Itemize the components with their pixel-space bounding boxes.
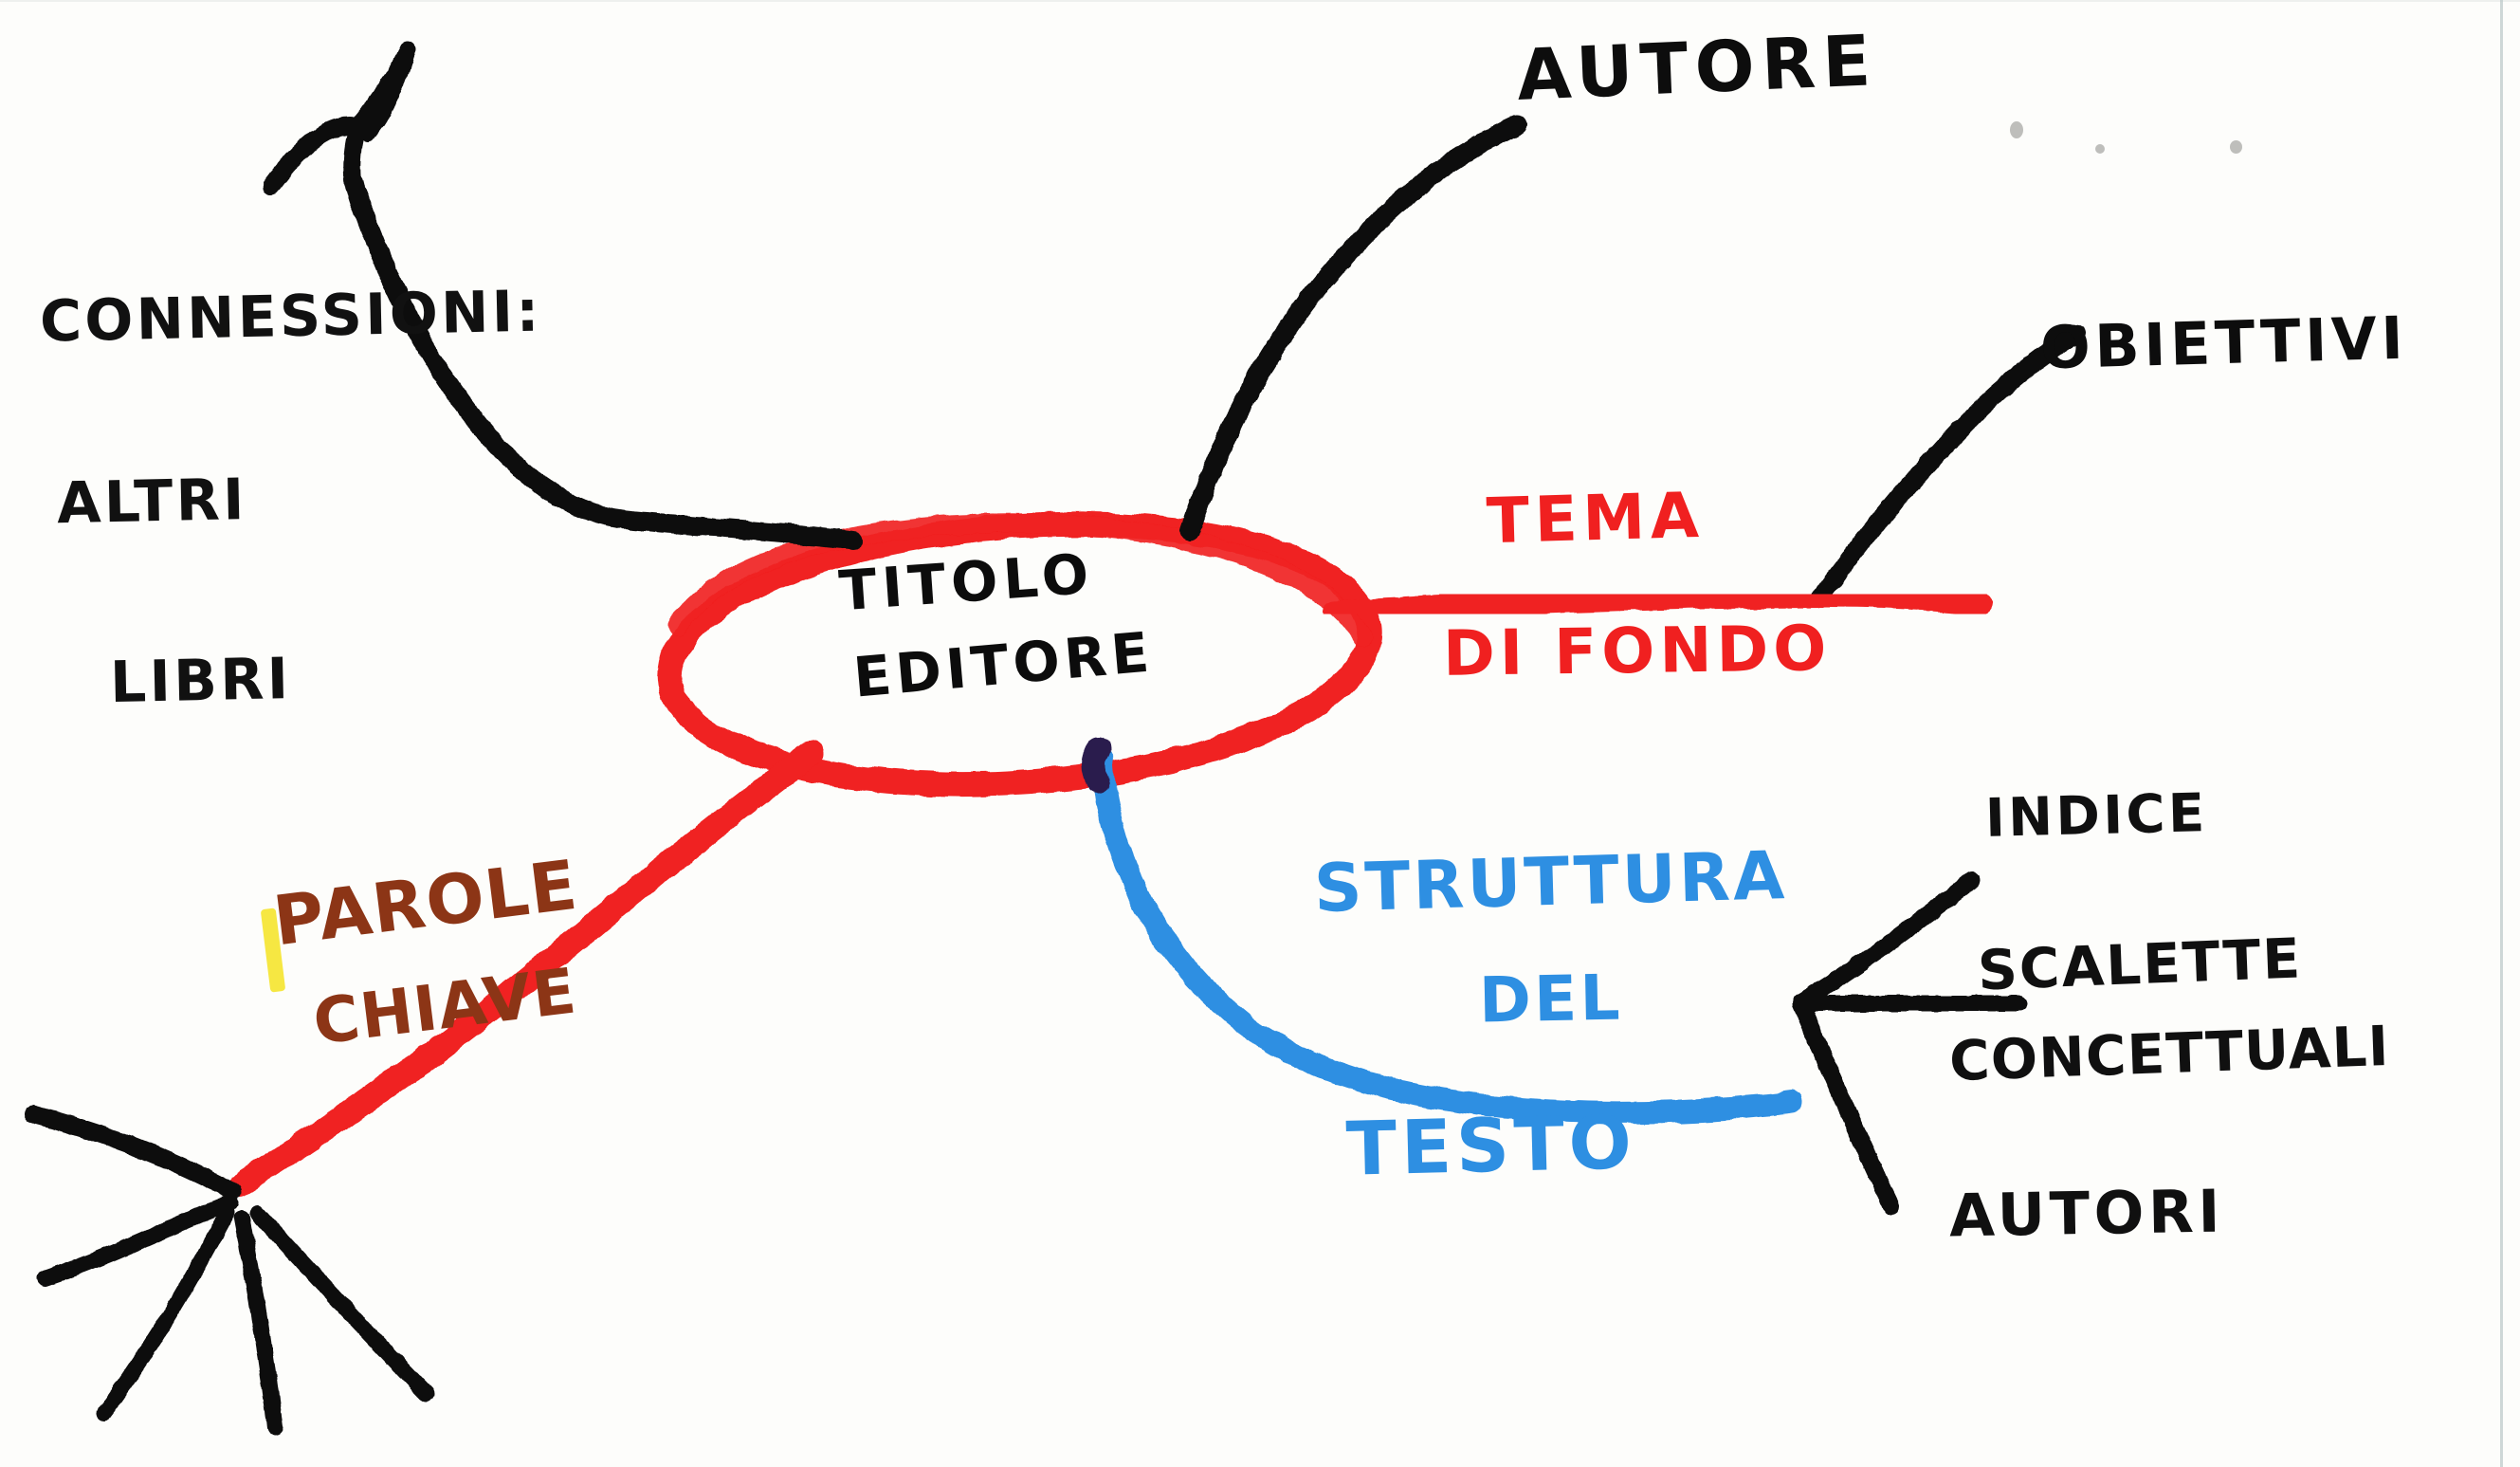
scan-edge-top: [0, 0, 2520, 2]
branch-struttura[interactable]: [1081, 737, 1803, 1124]
scan-speck: [2010, 121, 2023, 138]
scan-speck: [2095, 144, 2105, 154]
label-struttura-line3: TESTO: [1344, 1100, 1637, 1193]
label-connessioni: CONNESSIONI: ALTRI LIBRI: [37, 168, 553, 830]
label-scalette: SCALETTE: [1976, 926, 2304, 1003]
label-connessioni-line1: CONNESSIONI:: [39, 278, 543, 356]
label-indice: INDICE: [1984, 782, 2209, 850]
fork-struttura-children[interactable]: [1793, 871, 2028, 1215]
branch-tema[interactable]: [1323, 583, 1992, 625]
label-tema-line1: TEMA: [1485, 478, 1706, 559]
label-obiettivi: OBIETTIVI: [2039, 303, 2409, 383]
scan-edge-right: [2500, 0, 2503, 1467]
starburst-icon: [24, 1105, 435, 1436]
label-connessioni-line2: ALTRI: [56, 466, 248, 538]
label-struttura-line1: STRUTTURA: [1312, 836, 1789, 927]
label-connessioni-line3: LIBRI: [109, 645, 293, 716]
branch-obiettivi[interactable]: [1811, 324, 2086, 607]
label-autori: AUTORI: [1948, 1176, 2225, 1251]
branch-autore[interactable]: [1179, 115, 1527, 541]
branch-connessioni[interactable]: [262, 41, 863, 550]
center-node-ellipse[interactable]: [656, 503, 1382, 807]
label-concettuali: CONCETTUALI: [1947, 1013, 2391, 1094]
label-struttura-line2: DEL: [1478, 961, 1624, 1037]
branch-parole-chiave[interactable]: [227, 742, 823, 1198]
scan-speck: [2230, 140, 2242, 154]
label-tema-line2: DI FONDO: [1442, 612, 1832, 690]
label-autore: AUTORE: [1515, 20, 1880, 117]
